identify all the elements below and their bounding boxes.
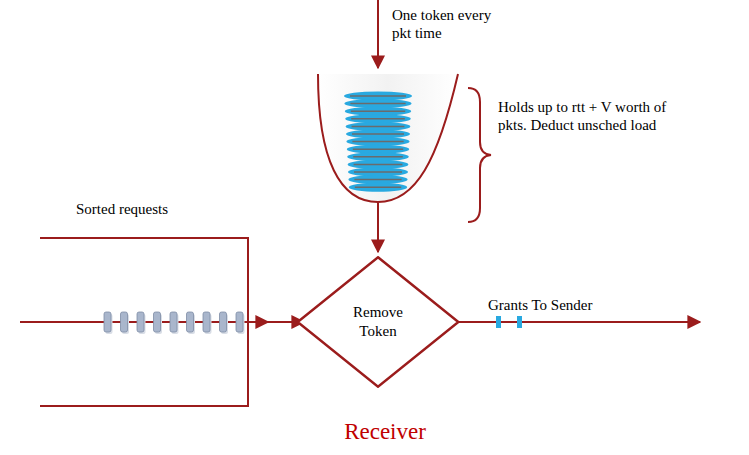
token-line	[352, 133, 404, 135]
token-line	[351, 118, 405, 120]
request-queue	[104, 312, 245, 334]
request	[154, 312, 161, 332]
request	[203, 312, 210, 332]
token-line	[352, 126, 405, 128]
grant-arrow	[449, 321, 700, 323]
token-stack	[344, 91, 412, 191]
request-bracket	[40, 322, 248, 406]
receiver-label: Receiver	[344, 418, 426, 446]
token-arrow	[377, 0, 379, 68]
decision-diamond: Remove Token	[296, 256, 460, 388]
token-line	[353, 156, 403, 158]
request	[121, 312, 128, 332]
token-bucket	[318, 74, 458, 202]
request	[104, 312, 111, 332]
token-line	[355, 186, 401, 188]
grant-packet	[517, 316, 522, 328]
token-line	[354, 179, 401, 181]
token-line	[353, 148, 403, 150]
request-bracket	[40, 238, 248, 322]
grants-label: Grants To Sender	[488, 296, 593, 314]
request	[137, 312, 144, 332]
token-line	[354, 164, 403, 166]
token-rate-note: One token every pkt time	[392, 6, 510, 42]
token-line	[354, 171, 402, 173]
token-line	[350, 103, 405, 105]
requests-label: Sorted requests	[76, 200, 168, 218]
bucket-arrow	[377, 203, 379, 252]
node-text: Remove Token	[345, 303, 411, 341]
request	[220, 312, 227, 332]
request	[170, 312, 177, 332]
bucket-note: Holds up to rtt + V worth of pkts. Deduc…	[498, 98, 673, 134]
request	[187, 312, 194, 332]
token-line	[352, 141, 403, 143]
brace	[468, 88, 491, 222]
diamond-outline	[296, 256, 460, 388]
token	[349, 183, 407, 192]
token-line	[351, 110, 405, 112]
grant-packet	[496, 316, 501, 328]
request	[236, 312, 243, 332]
token-line	[350, 95, 406, 97]
